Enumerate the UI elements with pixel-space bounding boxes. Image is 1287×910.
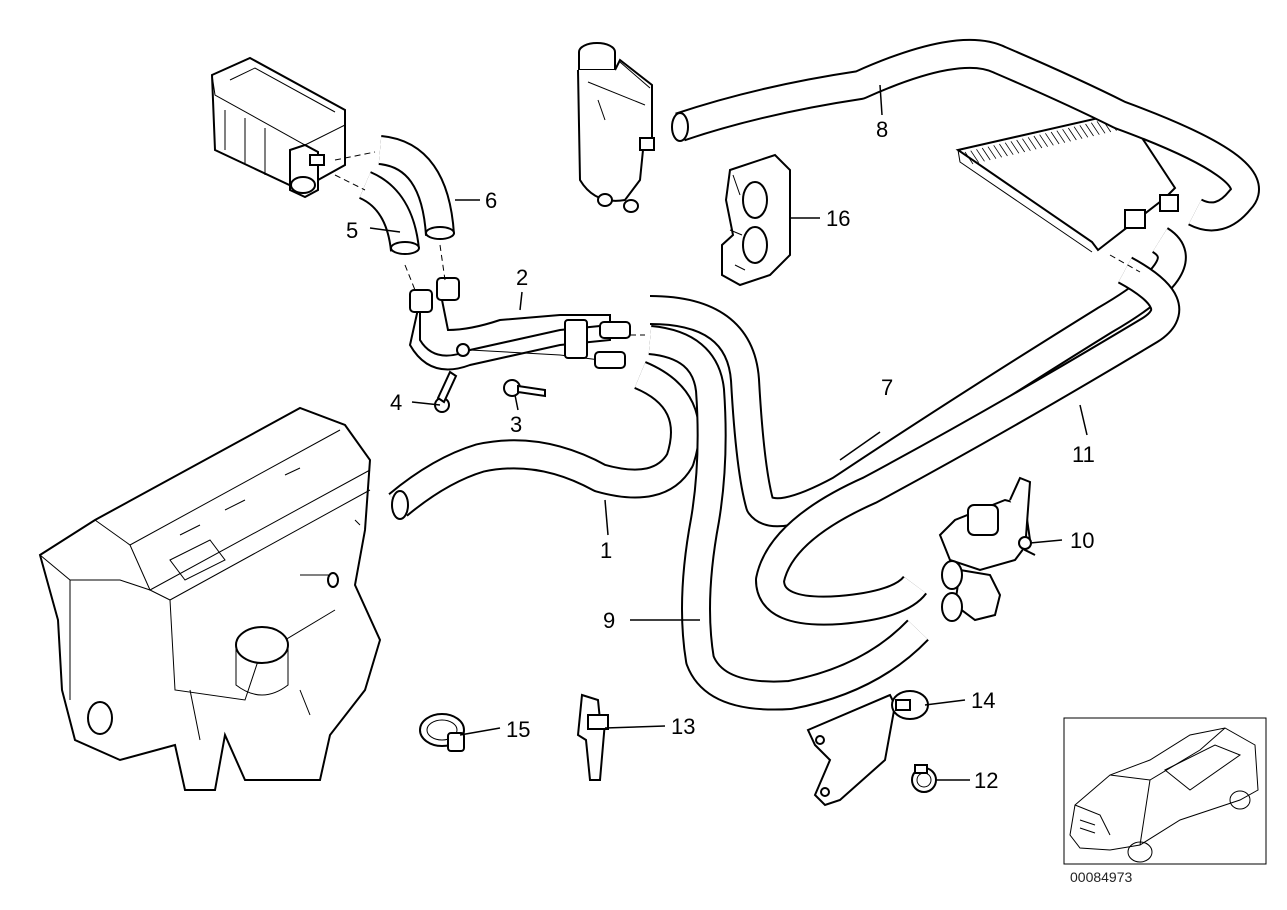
heater-core-fin: [1085, 123, 1094, 137]
part-label-11: 11: [1072, 442, 1095, 467]
bolt: [434, 370, 458, 413]
part-label-10: 10: [1070, 528, 1094, 553]
part-label-1: 1: [600, 538, 612, 563]
water-valve: [938, 476, 1036, 622]
car-thumbnail: [1063, 717, 1267, 865]
hose-clamp-15: [419, 713, 465, 752]
part-label-12: 12: [974, 768, 998, 793]
heater-core-fin: [964, 151, 974, 165]
heater-core-fin: [999, 143, 1008, 157]
clip-13: [576, 693, 609, 781]
part-label-3: 3: [510, 412, 522, 437]
heater-core-fin: [987, 146, 997, 159]
heater-core-fin: [1050, 131, 1060, 145]
hoses: [358, 38, 1260, 711]
hose-ends: [390, 112, 689, 520]
heater-core-fin: [1010, 141, 1020, 154]
heater-core-fin: [970, 150, 980, 163]
reference-code: 00084973: [1070, 869, 1133, 885]
part-label-9: 9: [603, 608, 615, 633]
heater-core-fin: [976, 149, 985, 162]
hose-bracket: [721, 153, 791, 287]
heater-core-fin: [1027, 137, 1037, 150]
heater-core-fin: [1033, 135, 1043, 149]
heater-core-fin: [1090, 122, 1100, 135]
screw: [503, 379, 546, 398]
heater-core-fin: [1004, 142, 1014, 155]
part-label-4: 4: [390, 390, 402, 415]
assembly-lines: [334, 151, 1141, 336]
leader-lines: [369, 84, 1088, 781]
heater-core-fin: [1096, 121, 1106, 134]
engine-block: [38, 406, 382, 791]
heater-valve-block: [210, 56, 346, 199]
heater-core-fin: [1016, 139, 1025, 153]
part-label-13: 13: [671, 714, 695, 739]
part-label-15: 15: [506, 717, 530, 742]
heater-core-fin: [993, 145, 1003, 158]
part-label-14: 14: [971, 688, 995, 713]
heater-core-fin: [1079, 125, 1089, 138]
heater-core-fin: [981, 147, 991, 161]
heater-core-fin: [1039, 134, 1048, 147]
heater-core-fin: [1022, 138, 1031, 151]
part-label-2: 2: [516, 265, 528, 290]
part-label-5: 5: [346, 218, 358, 243]
part-label-6: 6: [485, 188, 497, 213]
bracket-clamp-14: [806, 690, 929, 807]
heater-core-fin: [1045, 133, 1054, 146]
expansion-tank: [577, 42, 655, 213]
pipe-assembly: [408, 277, 631, 371]
heater-core-fin: [1068, 127, 1077, 141]
part-label-16: 16: [826, 206, 850, 231]
heater-core-fin: [1056, 130, 1066, 143]
heater-core-fin: [1062, 129, 1071, 142]
part-label-7: 7: [881, 375, 893, 400]
clamp-12: [911, 764, 937, 793]
heater-core-fin: [1073, 126, 1083, 139]
part-labels: 1 2 3 4 5 6 7 8 9 10 11 12 13 14 15 16: [346, 117, 1095, 793]
part-label-8: 8: [876, 117, 888, 142]
